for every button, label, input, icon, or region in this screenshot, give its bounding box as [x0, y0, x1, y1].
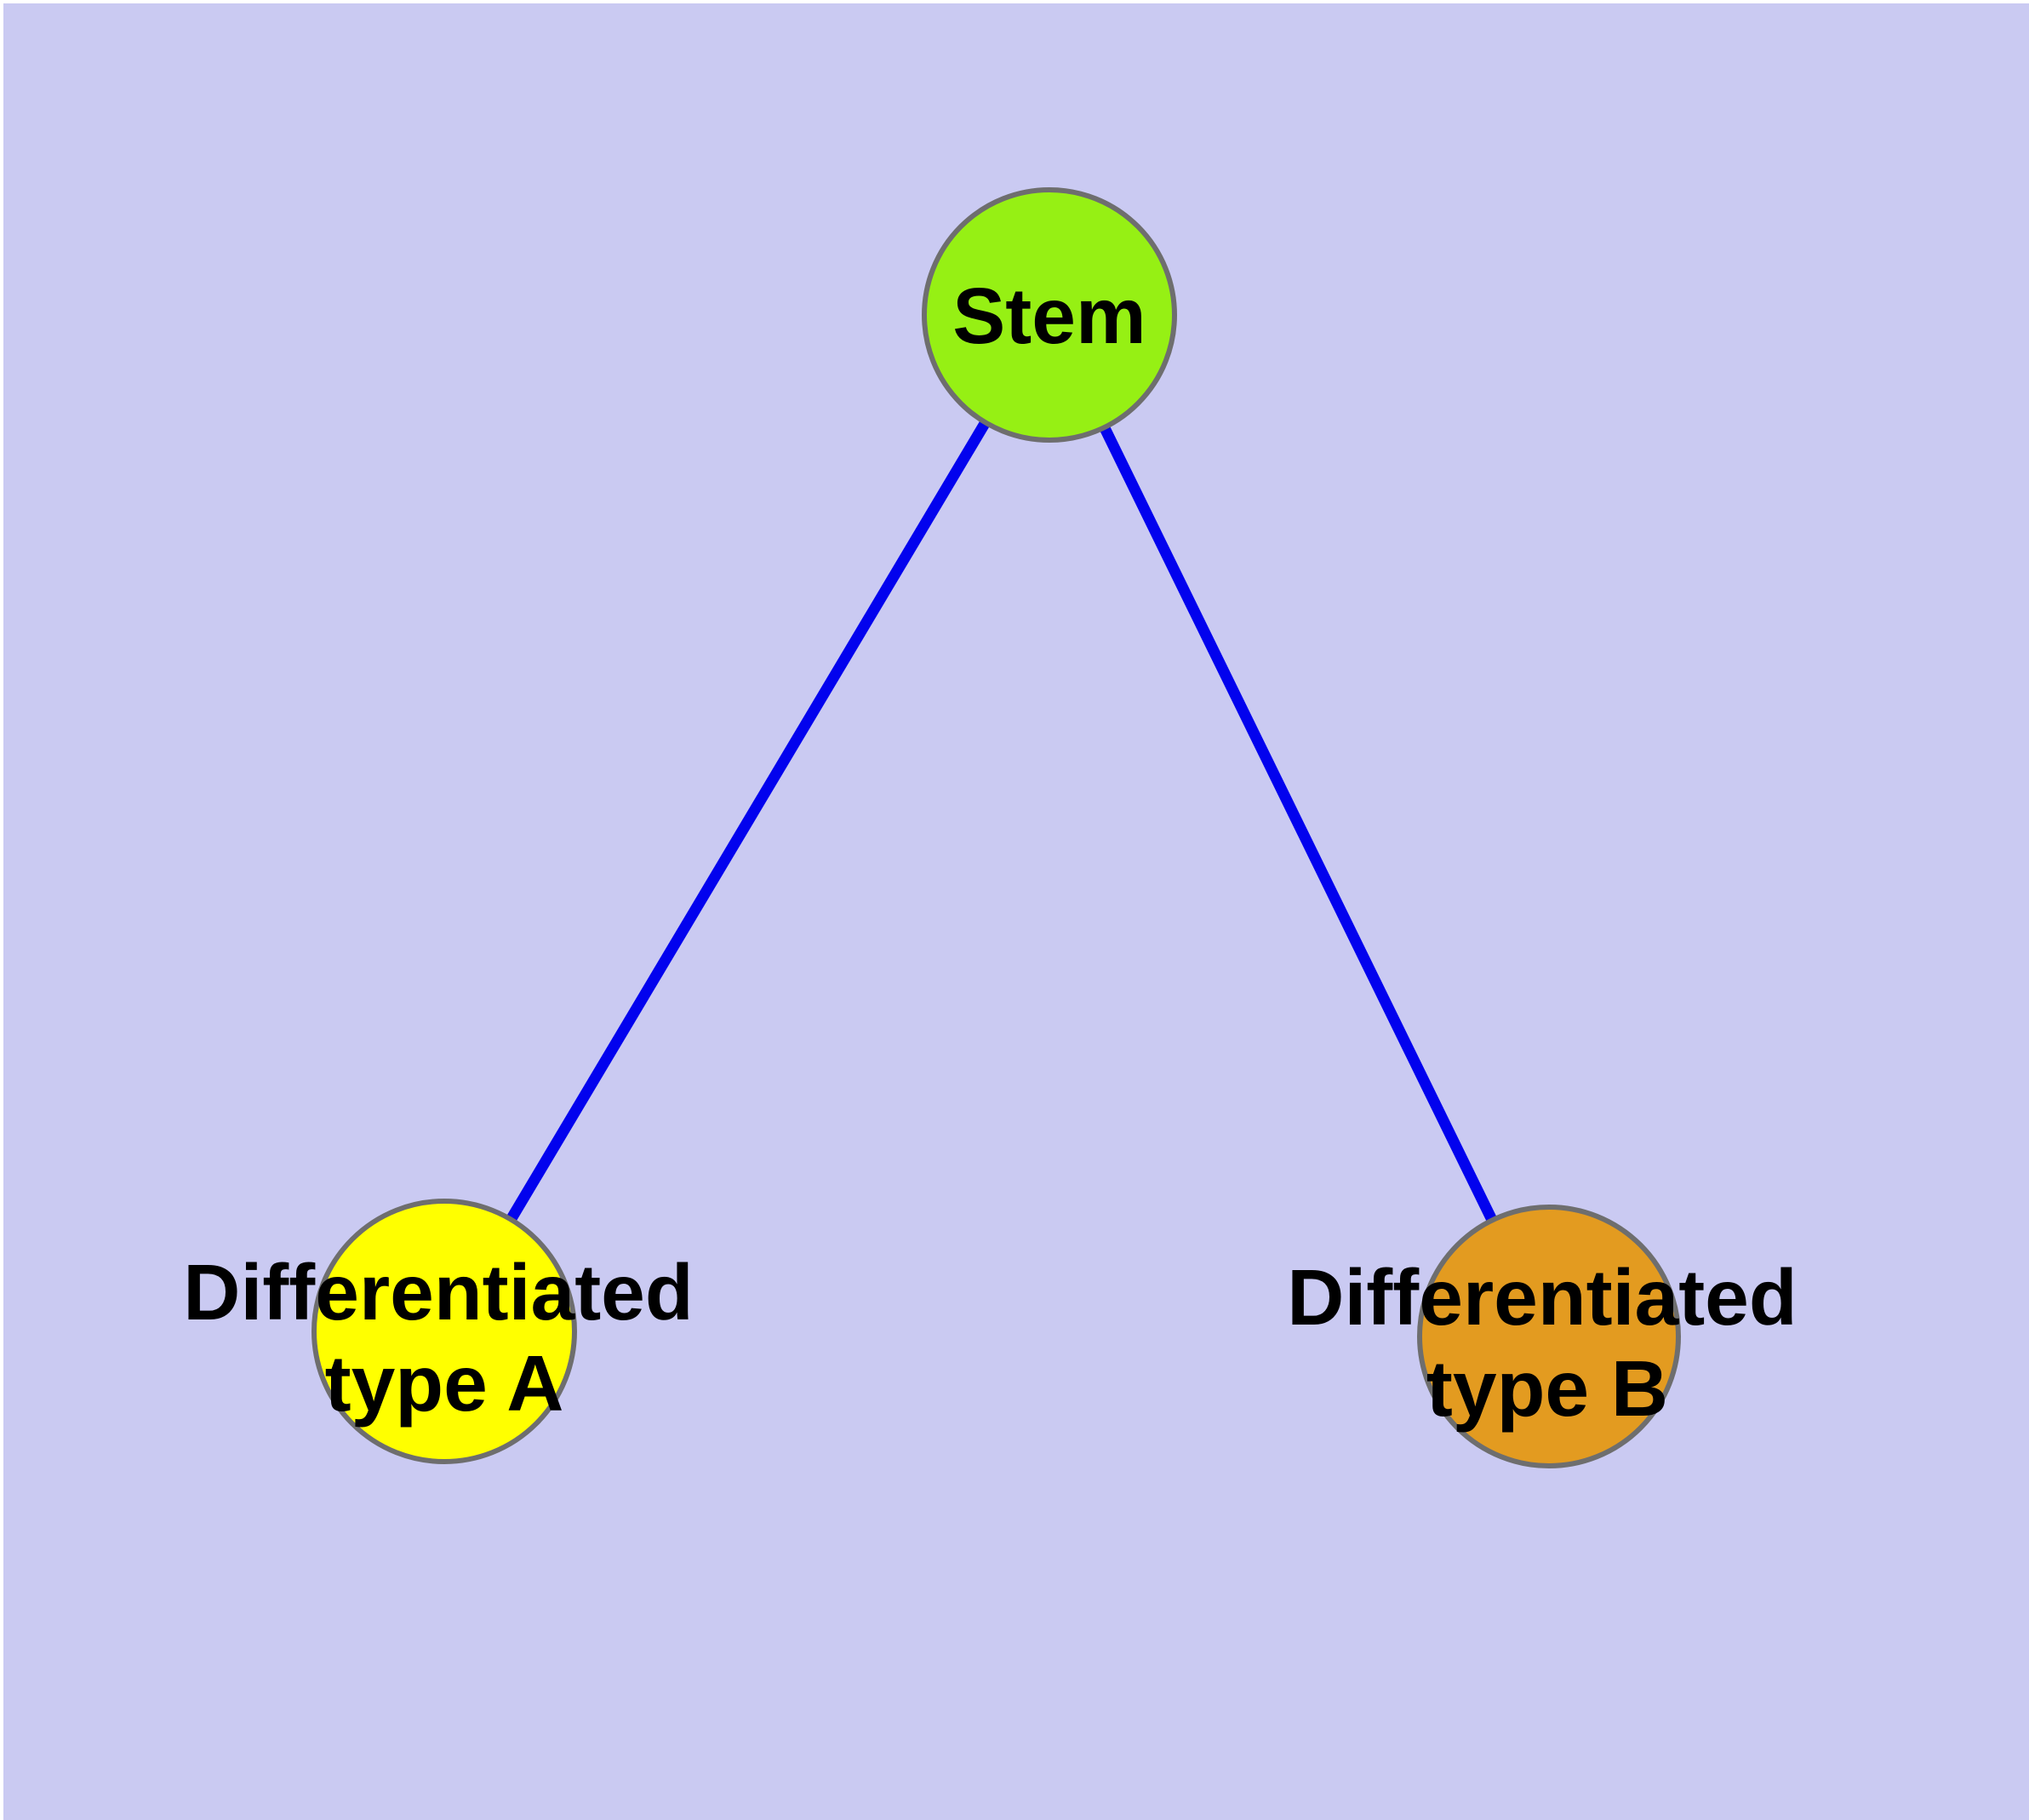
edge-stem-to-type-a [439, 312, 1055, 1335]
edge-stem-to-type-b [1044, 312, 1554, 1339]
node-type-a-label-line2: type A [325, 1339, 564, 1428]
node-stem-label: Stem [952, 272, 1146, 360]
node-type-a-label-line1: Differentiated [183, 1248, 693, 1336]
node-differentiated-type-b [1417, 1205, 1681, 1468]
node-stem [922, 187, 1177, 443]
node-differentiated-type-a [311, 1199, 577, 1464]
node-type-b-label-line2: type B [1426, 1344, 1668, 1433]
node-type-b-label-line1: Differentiated [1287, 1253, 1797, 1342]
